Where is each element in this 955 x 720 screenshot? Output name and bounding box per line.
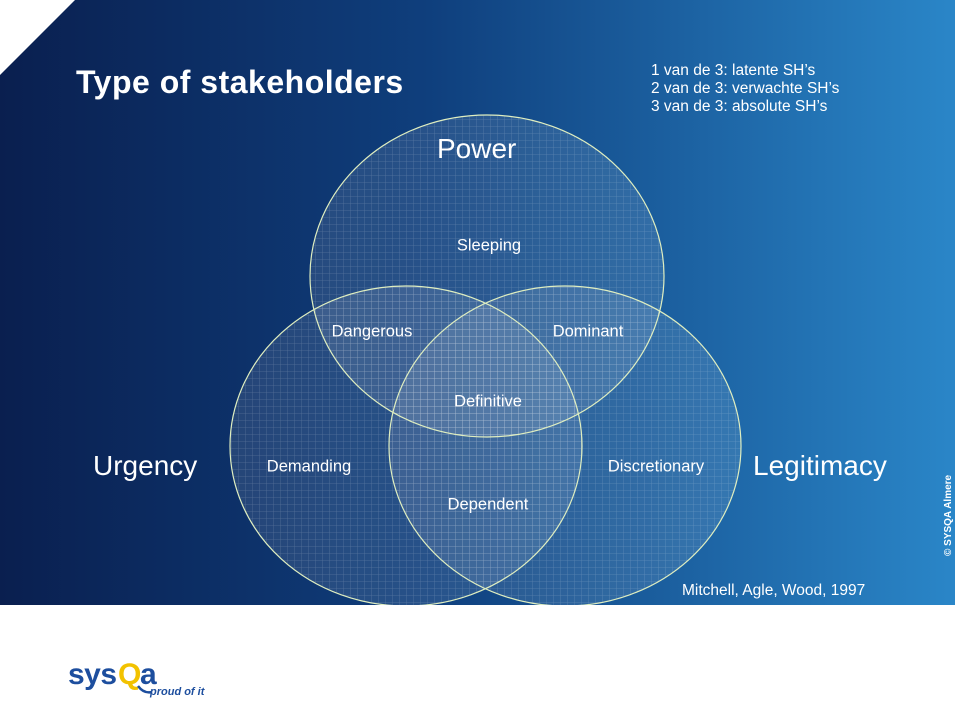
legend-line-expected: 2 van de 3: verwachte SH’s <box>651 80 840 97</box>
region-demanding: Demanding <box>266 457 352 476</box>
svg-text:proud of it: proud of it <box>149 686 206 698</box>
legend-line-absolute: 3 van de 3: absolute SH’s <box>651 98 828 115</box>
region-dangerous: Dangerous <box>331 322 413 341</box>
copyright-notice: © SYSQA Almere <box>943 474 954 556</box>
region-discretionary: Discretionary <box>607 457 705 476</box>
urgency-label: Urgency <box>93 450 198 481</box>
power-label: Power <box>437 133 517 164</box>
svg-text:sys: sys <box>68 658 117 691</box>
legend: 1 van de 3: latente SH’s 2 van de 3: ver… <box>651 62 839 116</box>
region-dominant: Dominant <box>552 322 624 341</box>
legend-line-latent: 1 van de 3: latente SH’s <box>651 62 816 79</box>
sysqa-logo: sys Q a proud of it <box>68 658 206 698</box>
region-definitive: Definitive <box>454 392 522 411</box>
region-sleeping: Sleeping <box>456 236 522 255</box>
slide-background <box>0 0 955 605</box>
svg-text:Q: Q <box>118 658 141 691</box>
region-dependent: Dependent <box>447 495 529 514</box>
legitimacy-label: Legitimacy <box>753 450 887 481</box>
venn-diagram <box>229 114 742 605</box>
slide-title: Type of stakeholders <box>76 64 404 100</box>
svg-text:a: a <box>140 658 157 691</box>
citation: Mitchell, Agle, Wood, 1997 <box>682 582 866 599</box>
